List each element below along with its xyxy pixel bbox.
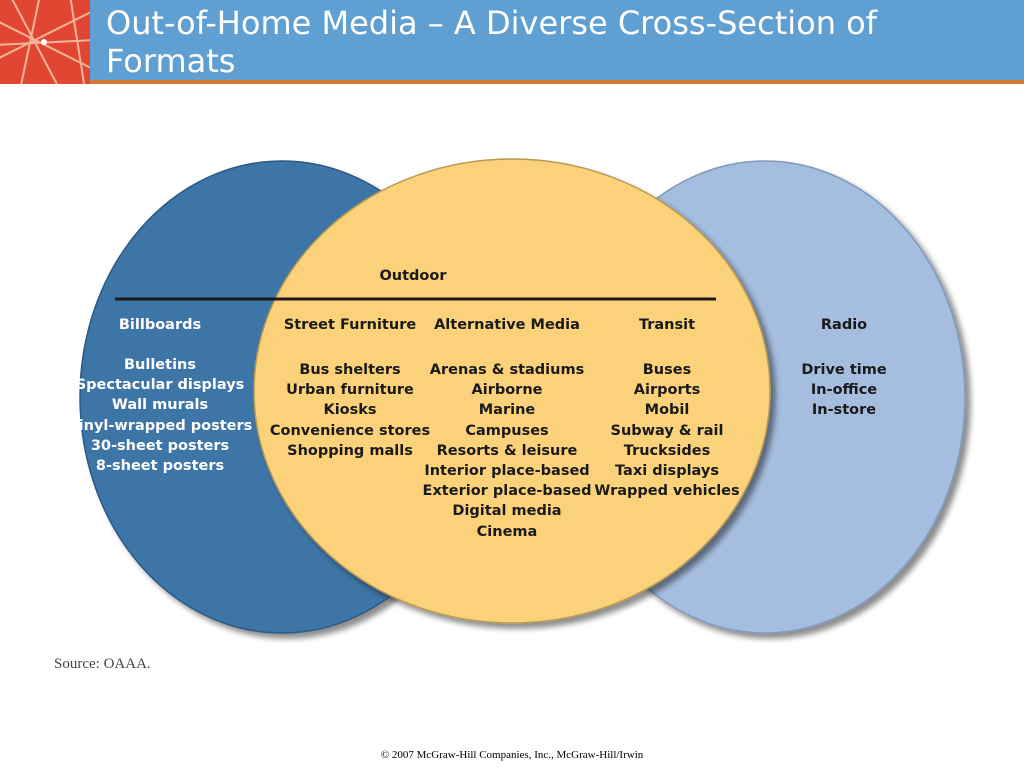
source-note: Source: OAAA. bbox=[54, 656, 151, 672]
list-item: Digital media bbox=[452, 503, 562, 520]
list-item: Shopping malls bbox=[287, 442, 413, 459]
list-item: Wall murals bbox=[111, 397, 209, 414]
list-item: Wrapped vehicles bbox=[594, 483, 740, 500]
list-item: Vinyl-wrapped posters bbox=[67, 417, 253, 434]
list-item: Drive time bbox=[801, 362, 887, 378]
list-item: Mobil bbox=[644, 402, 690, 419]
billboards-list: Bulletins Spectacular displays Wall mura… bbox=[68, 355, 253, 476]
copyright-footer: © 2007 McGraw-Hill Companies, Inc., McGr… bbox=[380, 749, 644, 761]
list-item: Kiosks bbox=[323, 402, 377, 419]
title-bar: Out-of-Home Media – A Diverse Cross-Sect… bbox=[0, 0, 1024, 84]
list-item: Urban furniture bbox=[286, 382, 414, 399]
list-item: Taxi displays bbox=[615, 463, 719, 480]
list-item: Airports bbox=[633, 382, 701, 399]
list-item: Bulletins bbox=[123, 357, 197, 373]
list-item: Bus shelters bbox=[299, 362, 401, 378]
logo-graphic bbox=[0, 0, 90, 84]
list-item: Trucksides bbox=[623, 442, 711, 459]
list-item: Cinema bbox=[476, 523, 538, 540]
list-item: Convenience stores bbox=[269, 422, 431, 439]
list-item: Marine bbox=[478, 402, 536, 419]
list-item: In-store bbox=[811, 402, 877, 419]
slide-title: Out-of-Home Media – A Diverse Cross-Sect… bbox=[106, 4, 877, 80]
alternative-media-list: Arenas & stadiums Airborne Marine Campus… bbox=[423, 360, 592, 542]
outdoor-label: Outdoor bbox=[379, 268, 447, 284]
list-item: Interior place-based bbox=[424, 463, 590, 480]
billboards-heading: Billboards bbox=[118, 317, 202, 333]
list-item: Airborne bbox=[471, 382, 543, 399]
list-item: 30-sheet posters bbox=[90, 437, 230, 454]
radio-list: Drive time In-office In-store bbox=[801, 360, 886, 421]
street-furniture-heading: Street Furniture bbox=[283, 317, 417, 333]
list-item: Buses bbox=[642, 362, 692, 378]
outdoor-circle bbox=[253, 158, 771, 624]
transit-heading: Transit bbox=[638, 317, 696, 333]
list-item: In-office bbox=[810, 382, 878, 399]
list-item: Spectacular displays bbox=[75, 377, 245, 394]
street-furniture-list: Bus shelters Urban furniture Kiosks Conv… bbox=[270, 360, 430, 461]
list-item: Resorts & leisure bbox=[436, 442, 578, 459]
radio-heading: Radio bbox=[820, 317, 868, 333]
alternative-media-heading: Alternative Media bbox=[434, 317, 580, 333]
transit-list: Buses Airports Mobil Subway & rail Truck… bbox=[594, 360, 739, 501]
list-item: Subway & rail bbox=[610, 422, 724, 439]
list-item: Campuses bbox=[465, 422, 549, 439]
list-item: Exterior place-based bbox=[422, 483, 592, 500]
list-item: 8-sheet posters bbox=[95, 458, 225, 475]
list-item: Arenas & stadiums bbox=[429, 362, 585, 378]
